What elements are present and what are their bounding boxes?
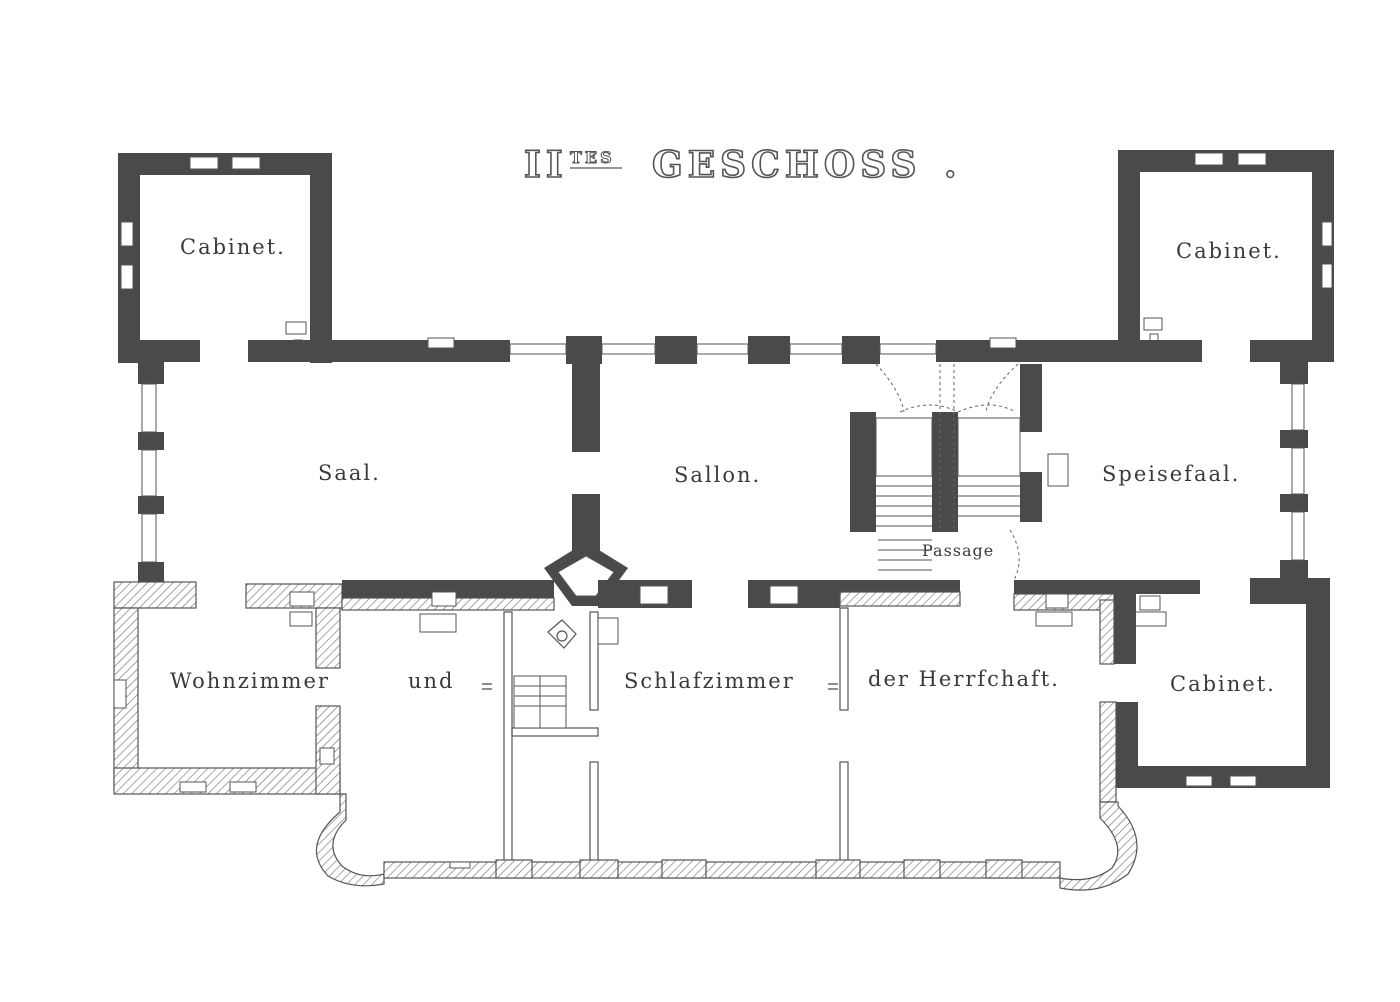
label-saal: Saal. xyxy=(318,461,381,485)
title-suffix: . xyxy=(944,144,962,186)
saal-sallon-partition xyxy=(544,364,628,606)
main-staircase xyxy=(850,363,1069,605)
south-bay xyxy=(315,793,1138,891)
wohnzimmer-walls xyxy=(113,581,341,795)
cabinet-ne-walls xyxy=(1118,150,1334,362)
title-main: GESCHOSS xyxy=(652,144,921,186)
caption-part-1: Wohnzimmer xyxy=(170,669,330,693)
label-cabinet-se: Cabinet. xyxy=(1170,672,1276,696)
caption-part-4: der Herrfchaft. xyxy=(868,667,1060,691)
speisesaal-east-wall xyxy=(1280,362,1308,580)
caption-part-3: Schlafzimmer xyxy=(624,669,795,693)
title-superscript: TES xyxy=(570,148,615,167)
plan-title: II TES GESCHOSS . xyxy=(523,143,962,187)
cabinet-nw-walls xyxy=(118,153,332,363)
north-wall xyxy=(118,336,1334,364)
label-cabinet-ne: Cabinet. xyxy=(1176,239,1282,263)
caption-part-2: und xyxy=(408,669,455,693)
label-sallon: Sallon. xyxy=(674,463,761,487)
service-partitions xyxy=(503,607,849,863)
middle-wall xyxy=(245,578,1330,665)
caption-wohnzimmer: Wohnzimmer und Schlafzimmer der Herrfcha… xyxy=(170,667,1060,693)
title-numeral: II xyxy=(524,144,568,186)
label-cabinet-nw: Cabinet. xyxy=(180,235,286,259)
caption-hyphen-marks xyxy=(482,683,838,690)
saal-west-wall xyxy=(138,362,164,584)
cabinet-se-walls xyxy=(1099,604,1330,803)
label-speisesaal: Speisefaal. xyxy=(1102,462,1240,486)
label-passage: Passage xyxy=(922,541,994,560)
